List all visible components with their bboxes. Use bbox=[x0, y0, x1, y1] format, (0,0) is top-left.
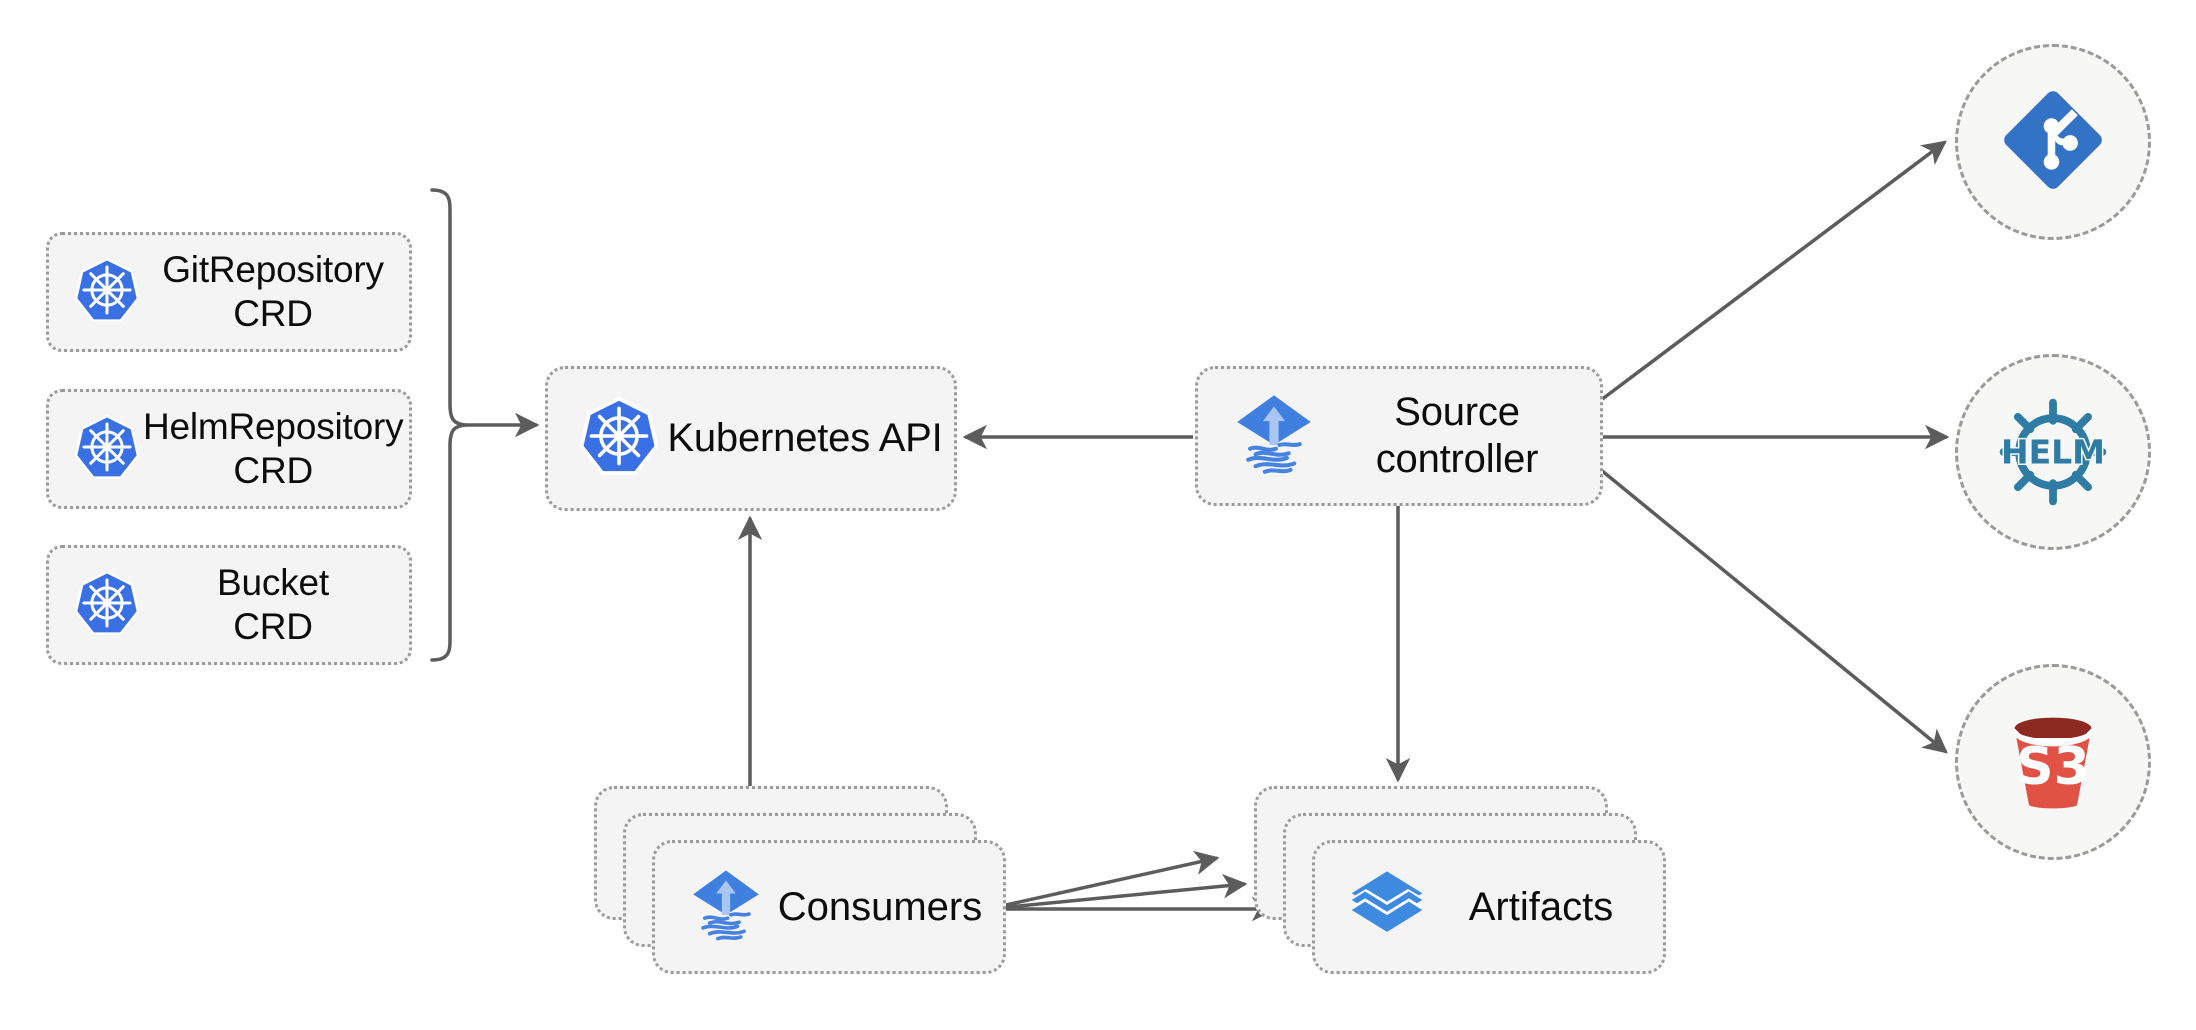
crd-group-bracket bbox=[430, 188, 468, 662]
external-node-s3[interactable]: S3 bbox=[1955, 664, 2151, 860]
edge-source-controller-to-git bbox=[1599, 140, 1947, 402]
node-label-consumers: Consumers bbox=[777, 884, 983, 929]
crd-box-gitrepository[interactable]: GitRepository CRD bbox=[46, 232, 412, 352]
artifacts-stack-sheet-front[interactable]: Artifacts bbox=[1312, 840, 1666, 974]
edge-source-controller-to-s3 bbox=[1599, 468, 1948, 754]
crd-label-bucket: Bucket CRD bbox=[217, 562, 329, 647]
external-node-helm[interactable]: HELM bbox=[1955, 354, 2151, 550]
kubernetes-icon bbox=[71, 411, 143, 488]
edge-consumers-to-artifacts-1 bbox=[987, 850, 1220, 911]
flux-icon bbox=[1228, 388, 1320, 485]
node-kubernetes-api[interactable]: Kubernetes API bbox=[545, 366, 957, 511]
node-label-kubernetes-api: Kubernetes API bbox=[667, 415, 943, 460]
node-consumers[interactable]: Consumers bbox=[594, 786, 1006, 974]
layers-icon bbox=[1345, 863, 1429, 952]
node-label-artifacts: Artifacts bbox=[1468, 884, 1614, 929]
s3-wordmark: S3 bbox=[2016, 736, 2090, 797]
helm-wordmark: HELM bbox=[1999, 431, 2106, 473]
helm-icon: HELM bbox=[1988, 387, 2118, 517]
s3-bucket-icon: S3 bbox=[1993, 702, 2113, 822]
consumers-stack-sheet-front[interactable]: Consumers bbox=[652, 840, 1006, 974]
git-icon bbox=[1994, 81, 2112, 204]
node-artifacts[interactable]: Artifacts bbox=[1254, 786, 1666, 974]
edge-consumers-to-artifacts-2 bbox=[987, 873, 1248, 911]
kubernetes-icon bbox=[71, 254, 143, 331]
crd-box-helmrepository[interactable]: HelmRepository CRD bbox=[46, 389, 412, 509]
flux-icon bbox=[685, 864, 767, 951]
crd-label-helmrepository: HelmRepository CRD bbox=[143, 406, 404, 491]
crd-label-gitrepository: GitRepository CRD bbox=[162, 249, 384, 334]
external-node-git[interactable] bbox=[1955, 44, 2151, 240]
crd-box-bucket[interactable]: Bucket CRD bbox=[46, 545, 412, 665]
node-label-source-controller: Source controller bbox=[1375, 389, 1539, 481]
node-source-controller[interactable]: Source controller bbox=[1195, 366, 1603, 506]
kubernetes-icon bbox=[576, 393, 662, 484]
kubernetes-icon bbox=[71, 567, 143, 644]
